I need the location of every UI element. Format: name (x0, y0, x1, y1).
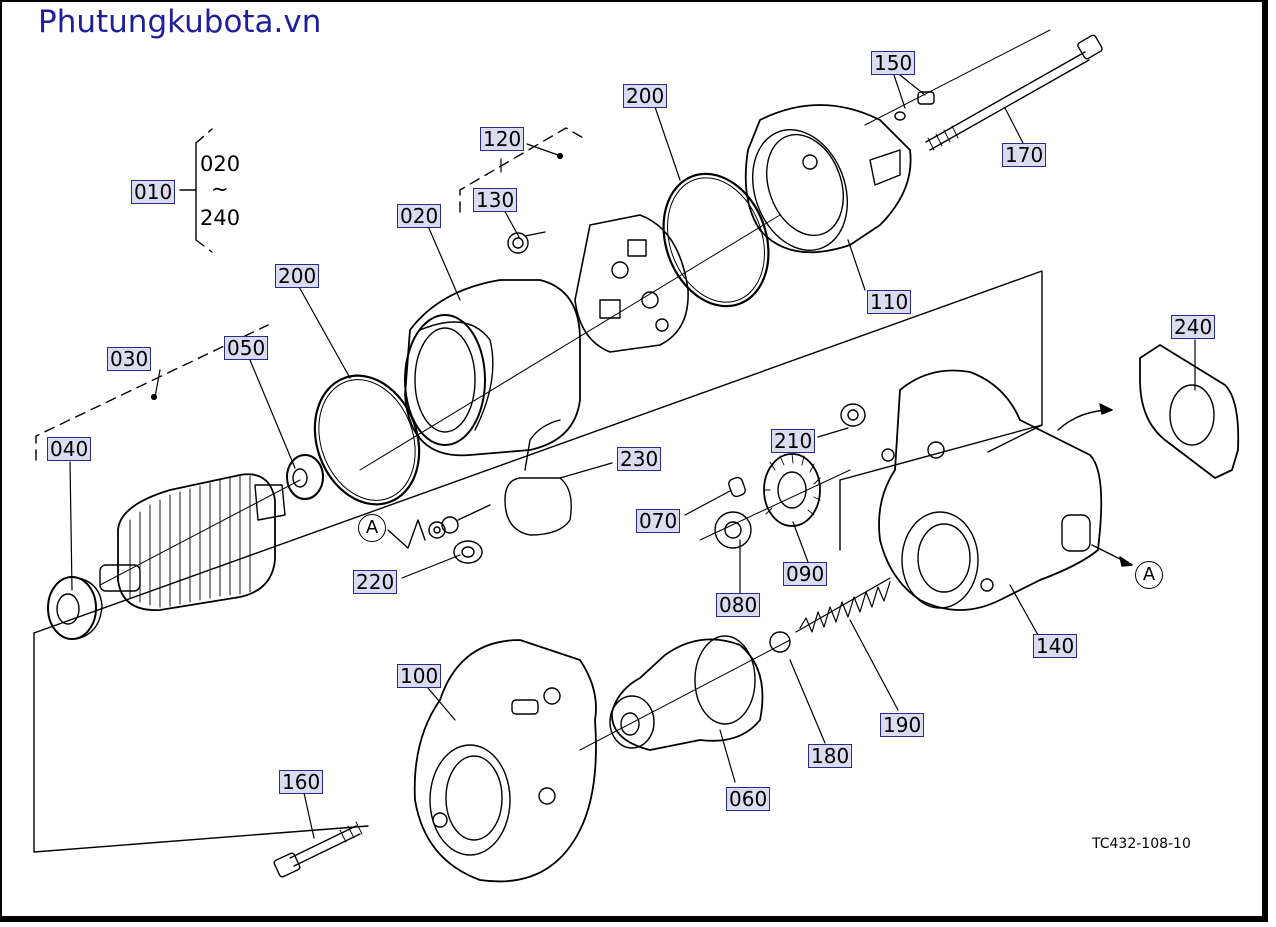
callout-170[interactable]: 170 (1002, 143, 1047, 167)
callout-210[interactable]: 210 (771, 429, 816, 453)
callout-070[interactable]: 070 (636, 509, 681, 533)
callout-120[interactable]: 120 (480, 127, 525, 151)
callout-200-right[interactable]: 200 (623, 84, 668, 108)
callout-080[interactable]: 080 (716, 593, 761, 617)
frame-bottom-border (0, 916, 1268, 922)
pinion-060 (609, 635, 764, 751)
callout-220[interactable]: 220 (353, 570, 398, 594)
callout-100[interactable]: 100 (397, 664, 442, 688)
ball-180 (769, 631, 791, 653)
bearing-040 (47, 576, 103, 640)
ref-arrow-right (1091, 544, 1133, 567)
ref-arrow-left (387, 519, 426, 549)
callout-010[interactable]: 010 (131, 180, 176, 204)
group-range-start: 020 (200, 152, 241, 176)
callout-150[interactable]: 150 (871, 51, 916, 75)
through-bolt-170 (925, 34, 1103, 151)
callout-110[interactable]: 110 (867, 290, 912, 314)
callout-200-left[interactable]: 200 (275, 264, 320, 288)
brush-130 (507, 231, 546, 254)
gear-090 (763, 453, 821, 527)
housing-100 (413, 639, 597, 883)
spring-190 (795, 577, 891, 633)
callout-130[interactable]: 130 (473, 188, 518, 212)
retainer-080 (714, 511, 752, 549)
frame-right-border (1262, 0, 1268, 922)
o-ring-200-right (662, 172, 770, 308)
center-axes (99, 29, 1051, 751)
range-brace (179, 142, 197, 241)
armature-030 (99, 473, 286, 611)
callout-160[interactable]: 160 (279, 770, 324, 794)
lead-wire-230 (441, 419, 572, 536)
brush-holder-120 (574, 214, 689, 353)
frame-top-border (0, 0, 1266, 2)
callout-230[interactable]: 230 (617, 447, 662, 471)
ref-marker-a-right: A (1135, 561, 1163, 589)
callout-090[interactable]: 090 (783, 562, 828, 586)
gasket-240 (1139, 344, 1240, 479)
ref-marker-a-left: A (358, 514, 386, 542)
group-range-end: 240 (200, 206, 241, 230)
screw-150 (894, 91, 935, 121)
housing-140 (878, 369, 1103, 611)
nut-210 (840, 403, 866, 427)
callout-180[interactable]: 180 (808, 744, 853, 768)
install-arrow (1057, 403, 1113, 431)
diagram-code: TC432-108-10 (1092, 836, 1191, 852)
nut-220 (428, 521, 483, 564)
end-frame-110 (744, 104, 912, 254)
callout-240[interactable]: 240 (1171, 315, 1216, 339)
assembly-outline (33, 270, 1043, 853)
callout-190[interactable]: 190 (880, 713, 925, 737)
site-title[interactable]: Phutungkubota.vn (38, 4, 322, 40)
yoke-020 (404, 279, 581, 457)
callout-050[interactable]: 050 (224, 336, 269, 360)
dashed-brackets (35, 127, 586, 461)
frame-left-border (0, 0, 2, 922)
bolt-160 (273, 821, 363, 878)
group-range-separator: ~ (211, 177, 229, 201)
callout-030[interactable]: 030 (107, 347, 152, 371)
callout-020[interactable]: 020 (397, 204, 442, 228)
roller-070 (728, 476, 746, 498)
callout-060[interactable]: 060 (726, 787, 771, 811)
bearing-050 (286, 454, 324, 500)
callout-040[interactable]: 040 (47, 437, 92, 461)
callout-140[interactable]: 140 (1033, 634, 1078, 658)
